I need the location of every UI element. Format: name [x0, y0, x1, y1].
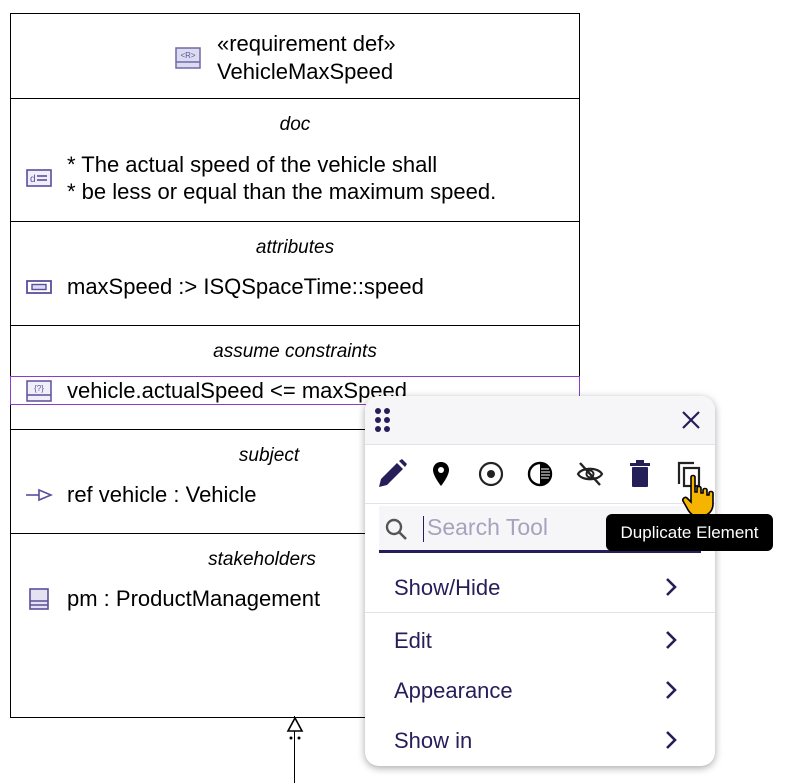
menu-item-edit[interactable]: Edit — [365, 616, 715, 666]
search-icon — [385, 518, 407, 540]
search-placeholder: Search Tool — [427, 514, 549, 540]
node-name[interactable]: VehicleMaxSpeed — [217, 59, 394, 84]
node-header: <R> «requirement def» VehicleMaxSpeed — [11, 14, 579, 98]
chevron-right-icon — [666, 631, 677, 649]
requirement-def-icon: <R> — [175, 47, 201, 69]
palette-header — [365, 396, 715, 445]
chevron-right-icon — [666, 578, 677, 596]
menu-item-show-hide[interactable]: Show/Hide — [365, 563, 715, 613]
palette-toolbar — [365, 445, 715, 504]
menu-item-label: Edit — [394, 628, 432, 653]
chevron-right-icon — [666, 681, 677, 699]
eye-off-icon — [576, 462, 604, 486]
compartment-title: subject — [238, 445, 300, 466]
edge-arrowhead-icon — [286, 717, 304, 740]
doc-line: * The actual speed of the vehicle shall — [67, 152, 438, 177]
doc-line: * be less or equal than the maximum spee… — [67, 179, 497, 204]
selected-list-item[interactable] — [10, 376, 580, 405]
hand-cursor-icon — [682, 474, 714, 517]
stakeholder-label: pm : ProductManagement — [67, 586, 321, 611]
compartment-title: assume constraints — [213, 341, 377, 362]
subclassification-edge[interactable] — [294, 716, 295, 783]
chevron-right-icon — [666, 731, 677, 749]
list-item[interactable]: ref vehicle : Vehicle — [25, 482, 257, 508]
drag-handle-icon[interactable] — [374, 407, 392, 433]
stereotype-label: «requirement def» — [217, 31, 396, 56]
list-item[interactable]: maxSpeed :> ISQSpaceTime::speed — [25, 274, 424, 300]
trash-icon — [630, 460, 650, 487]
attribute-label: maxSpeed :> ISQSpaceTime::speed — [67, 274, 424, 299]
part-icon — [25, 588, 53, 610]
tooltip-duplicate-element: Duplicate Element — [606, 514, 773, 551]
documentation-icon: d — [25, 167, 53, 189]
constraint-label: vehicle.actualSpeed <= maxSpeed — [67, 378, 408, 403]
close-icon[interactable] — [682, 411, 700, 429]
appearance-tool-button[interactable] — [525, 459, 555, 489]
edit-tool-button[interactable] — [377, 459, 407, 489]
delete-tool-button[interactable] — [625, 459, 655, 489]
target-icon — [478, 461, 504, 487]
contrast-icon — [527, 461, 553, 487]
attribute-icon — [25, 276, 53, 298]
compartment-title: stakeholders — [208, 549, 316, 570]
focus-tool-button[interactable] — [476, 459, 506, 489]
context-palette: Search Tool Show/Hide Edit Appearance Sh… — [365, 396, 715, 766]
compartment-title: attributes — [255, 237, 335, 258]
compartment-stakeholders: stakeholders pm : ProductManagement — [11, 533, 579, 718]
compartment-subject: subject ref vehicle : Vehicle — [11, 429, 579, 534]
subject-label: ref vehicle : Vehicle — [67, 482, 257, 507]
list-item[interactable]: pm : ProductManagement — [25, 586, 320, 612]
doc-item[interactable]: d * The actual speed of the vehicle shal… — [25, 151, 496, 205]
compartment-doc: doc d * The actual speed of the vehicle … — [11, 98, 579, 222]
text-caret — [423, 516, 424, 542]
constraint-icon: {?} — [25, 380, 53, 402]
list-item[interactable]: {?} vehicle.actualSpeed <= maxSpeed — [25, 378, 407, 404]
hide-tool-button[interactable] — [575, 459, 605, 489]
compartment-title: doc — [279, 114, 311, 135]
pin-tool-button[interactable] — [426, 459, 456, 489]
subject-icon — [25, 484, 53, 506]
svg-text:d: d — [30, 174, 36, 185]
svg-text:{?}: {?} — [34, 384, 44, 393]
menu-item-appearance[interactable]: Appearance — [365, 666, 715, 716]
requirement-def-node[interactable]: <R> «requirement def» VehicleMaxSpeed do… — [10, 13, 580, 718]
menu-item-label: Show in — [394, 728, 473, 753]
svg-text:<R>: <R> — [180, 51, 195, 60]
compartment-assume-constraints: assume constraints {?} vehicle.actualSpe… — [10, 325, 580, 430]
menu-item-label: Show/Hide — [394, 574, 501, 600]
menu-item-label: Appearance — [394, 678, 513, 703]
menu-item-show-in[interactable]: Show in — [365, 716, 715, 766]
map-pin-icon — [433, 462, 449, 486]
compartment-attributes: attributes maxSpeed :> ISQSpaceTime::spe… — [11, 221, 579, 326]
pencil-icon — [379, 459, 407, 487]
